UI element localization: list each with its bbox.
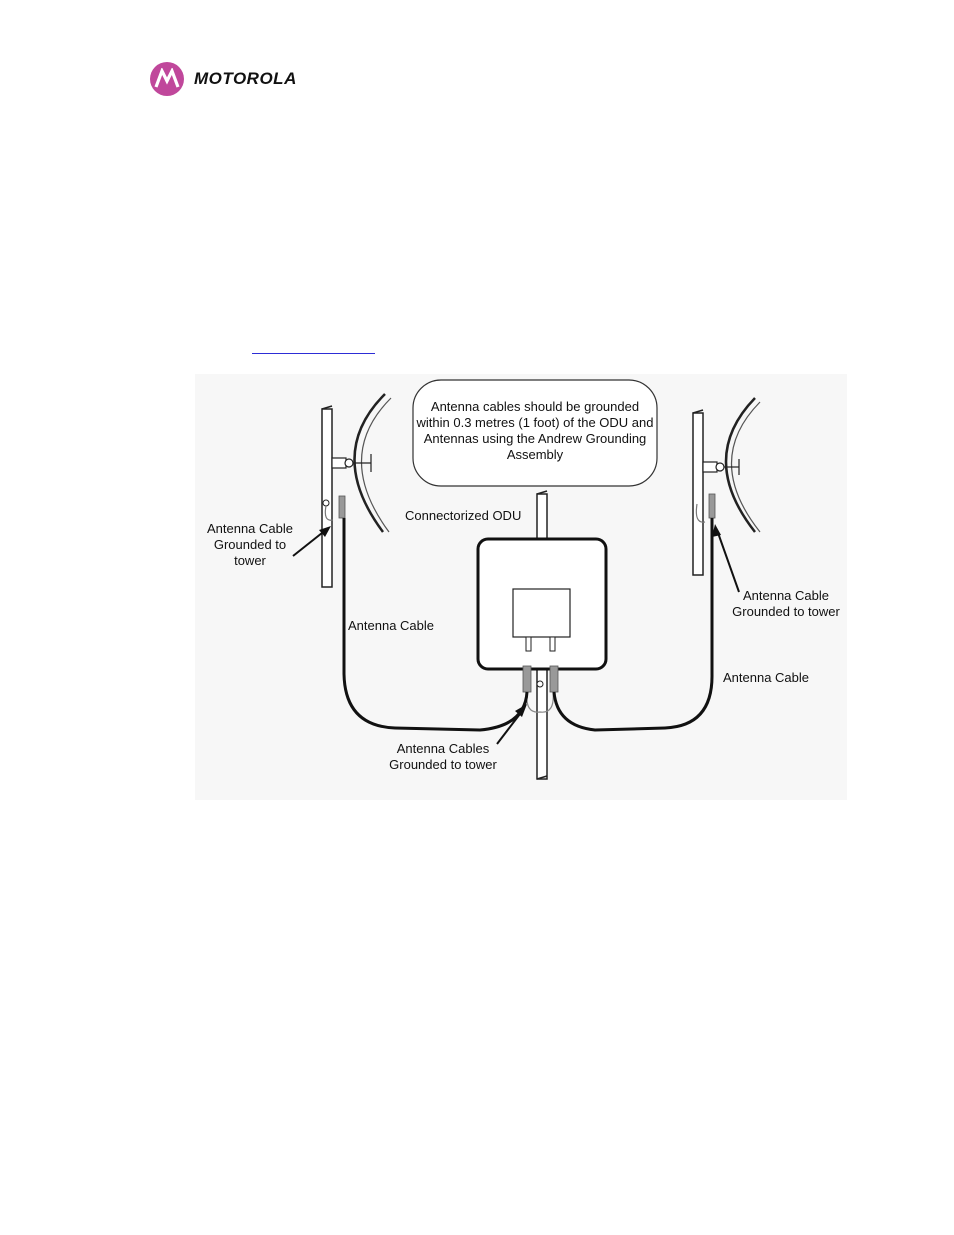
right-cable-label: Antenna Cable xyxy=(723,670,810,685)
left-dish xyxy=(353,393,386,533)
right-ground-label: Antenna Cable Grounded to tower xyxy=(732,588,840,619)
antenna-grounding-diagram: Antenna cables should be grounded within… xyxy=(195,374,847,800)
left-ground-label: Antenna Cable Grounded to tower xyxy=(206,521,293,568)
brand-name: MOTOROLA xyxy=(194,69,297,88)
left-mast xyxy=(321,408,333,588)
diagram-drawing xyxy=(292,379,761,780)
figure-reference-link[interactable] xyxy=(252,353,375,354)
left-antenna-cable xyxy=(342,518,529,732)
odu-label: Connectorized ODU xyxy=(405,508,522,523)
right-dish xyxy=(724,397,756,533)
note-callout-box xyxy=(412,379,658,487)
right-mast xyxy=(692,412,704,576)
odu-connector-panel xyxy=(512,588,571,638)
center-ground-label: Antenna Cables Grounded to tower xyxy=(389,741,497,772)
grounding-note: Antenna cables should be grounded within… xyxy=(416,399,654,462)
motorola-logo-icon xyxy=(150,62,184,96)
left-cable-label: Antenna Cable xyxy=(348,618,435,633)
brand-logo: MOTOROLA xyxy=(150,62,297,96)
right-antenna-cable xyxy=(552,518,714,732)
